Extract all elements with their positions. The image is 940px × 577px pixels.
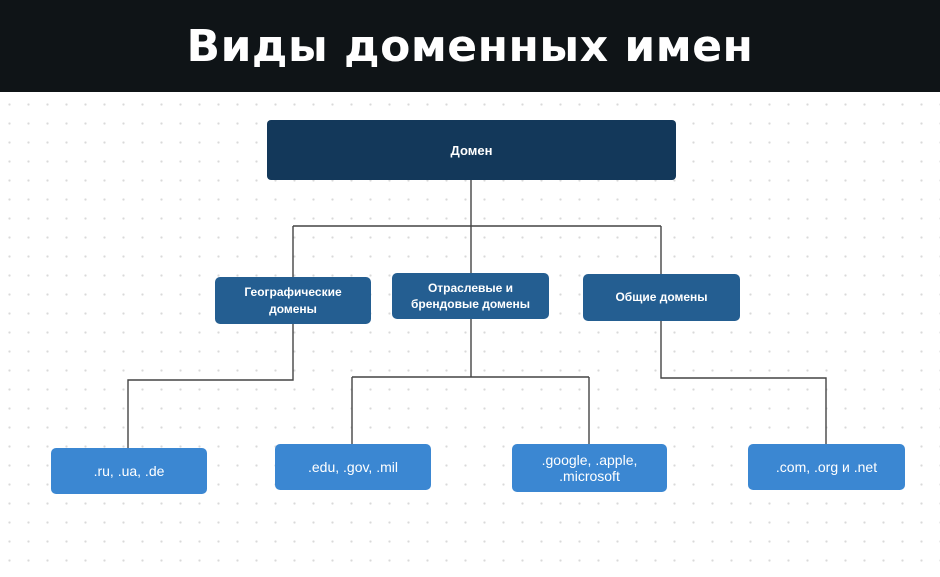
leaf-node-label: .com, .org и .net <box>775 458 878 475</box>
category-node-label: Географические домены <box>244 285 342 316</box>
category-node-label: Отраслевые и брендовые домены <box>410 280 531 311</box>
leaf-node-label: .ru, .ua, .de <box>93 462 165 479</box>
leaf-node-country: .ru, .ua, .de <box>51 448 207 494</box>
leaf-node-label: .edu, .gov, .mil <box>307 458 398 475</box>
page-title: Виды доменных имен <box>186 20 754 72</box>
leaf-node-com-org-net: .com, .org и .net <box>748 444 905 490</box>
category-node-industry-brand: Отраслевые и брендовые домены <box>392 273 549 319</box>
leaf-node-brands: .google, .apple, .microsoft <box>512 444 667 492</box>
root-node-label: Домен <box>450 142 493 158</box>
category-node-geographic: Географические домены <box>215 277 371 324</box>
root-node-domain: Домен <box>267 120 676 180</box>
header-bar: Виды доменных имен <box>0 0 940 92</box>
category-node-general: Общие домены <box>583 274 740 321</box>
leaf-node-edu-gov-mil: .edu, .gov, .mil <box>275 444 431 490</box>
category-node-label: Общие домены <box>615 290 708 305</box>
connector-geo-ru <box>127 324 294 448</box>
connector-general-com <box>660 321 827 444</box>
leaf-node-label: .google, .apple, .microsoft <box>541 451 638 484</box>
